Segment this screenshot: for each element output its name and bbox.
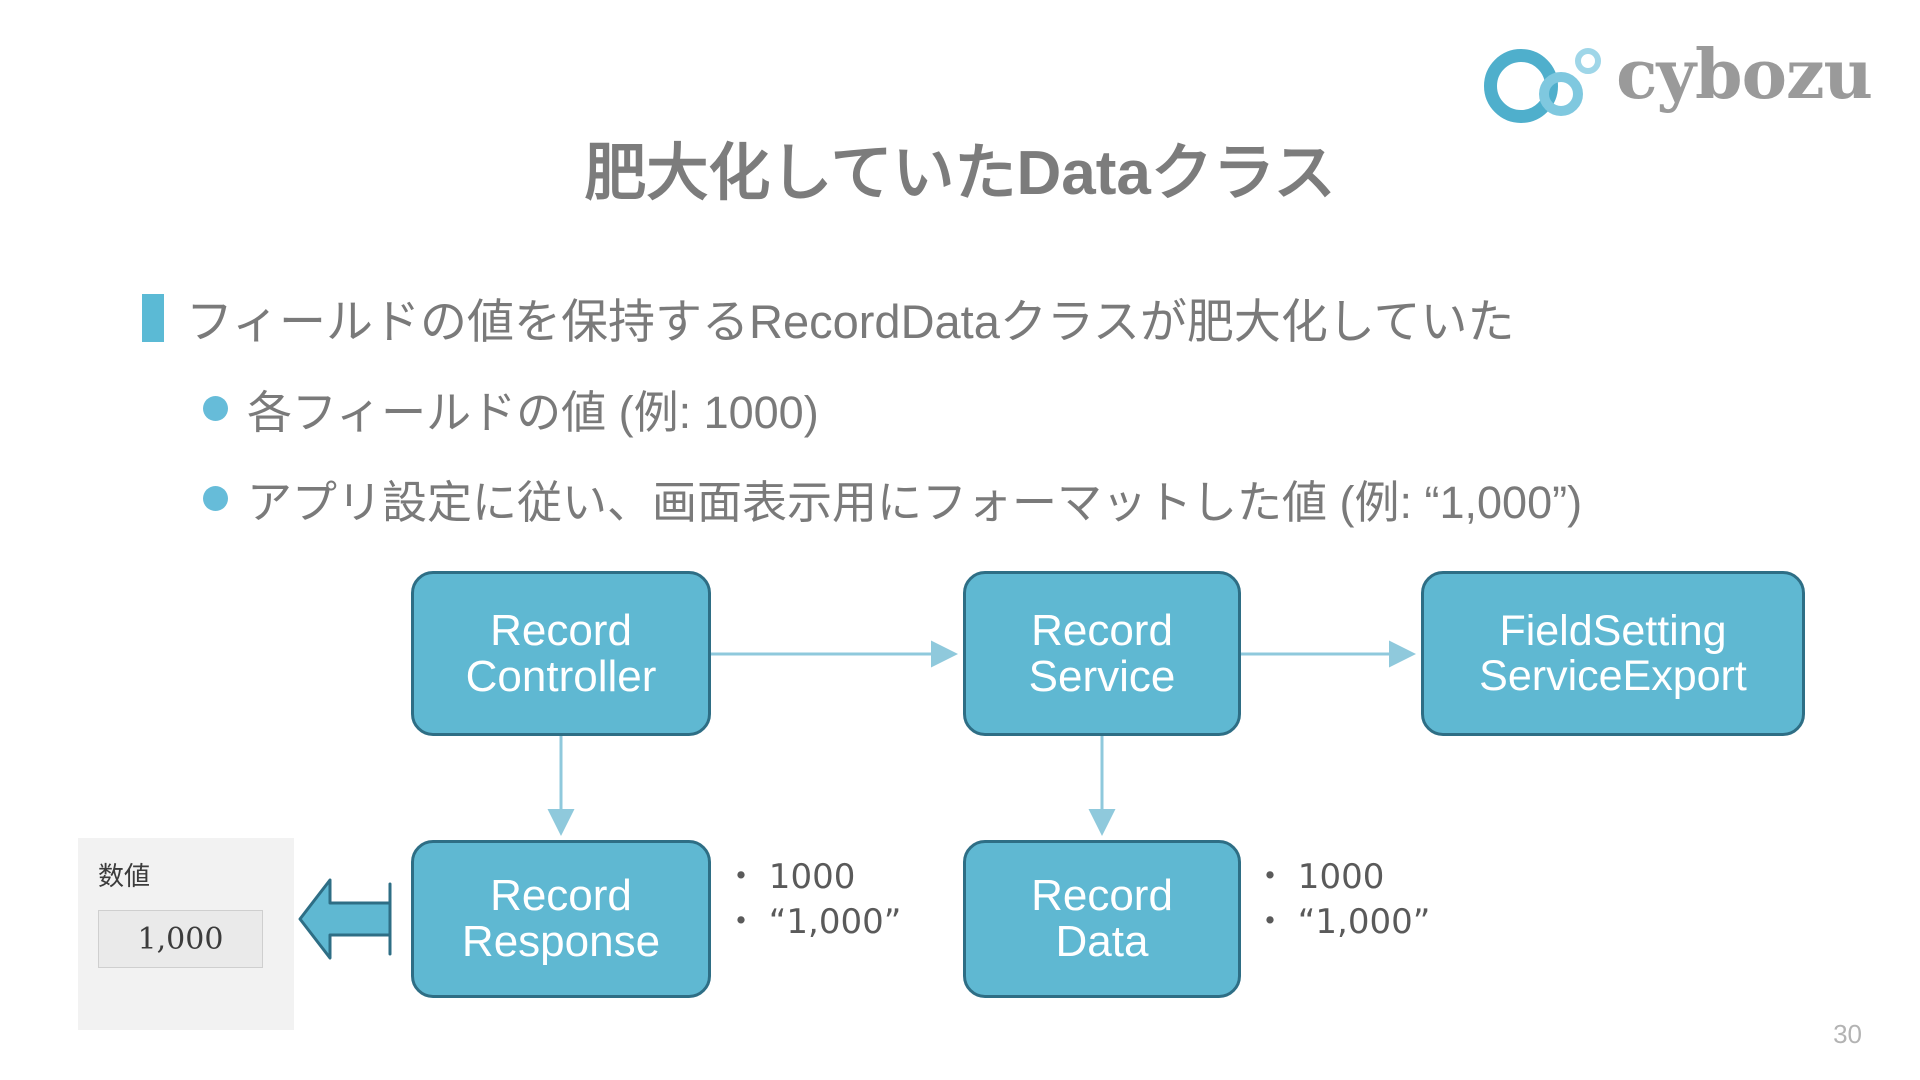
bullet-level1: フィールドの値を保持するRecordDataクラスが肥大化していた — [142, 283, 1515, 352]
logo-ring-small-icon — [1575, 48, 1602, 74]
annotation-line: ・ “1,000” — [1253, 901, 1431, 942]
field-label: 数値 — [98, 862, 151, 892]
circle-bullet-icon — [203, 486, 228, 511]
annotation-record-response-values: ・ 1000 ・ “1,000” — [724, 855, 901, 945]
annotation-line: ・ 1000 — [1253, 857, 1385, 897]
bullet-level2-label-1: 各フィールドの値 (例: 1000) — [247, 387, 819, 438]
bullet-level2-item-1: 各フィールドの値 (例: 1000) — [203, 376, 819, 441]
cybozu-logo: cybozu — [1484, 32, 1873, 123]
page-title: 肥大化していたDataクラス — [584, 139, 1336, 208]
annotation-record-data-values: ・ 1000 ・ “1,000” — [1253, 855, 1430, 945]
logo-ring-medium-icon — [1539, 72, 1584, 116]
block-arrow-left-icon — [298, 878, 392, 960]
square-bullet-icon — [142, 293, 164, 342]
annotation-line: ・ 1000 — [724, 857, 856, 897]
bullet-level1-label: フィールドの値を保持するRecordDataクラスが肥大化していた — [186, 295, 1515, 348]
numeric-field-value: 1,000 — [98, 910, 263, 968]
circle-bullet-icon — [203, 396, 228, 421]
bullet-level2-label-2: アプリ設定に従い、画面表示用にフォーマットした値 (例: “1,000”) — [247, 477, 1583, 528]
screenshot-panel: 数値 1,000 — [78, 838, 294, 1030]
logo-wordmark: cybozu — [1616, 35, 1873, 115]
page-number: 30 — [1833, 1019, 1862, 1049]
annotation-line: ・ “1,000” — [724, 901, 902, 942]
bullet-level2-item-2: アプリ設定に従い、画面表示用にフォーマットした値 (例: “1,000”) — [203, 466, 1582, 531]
